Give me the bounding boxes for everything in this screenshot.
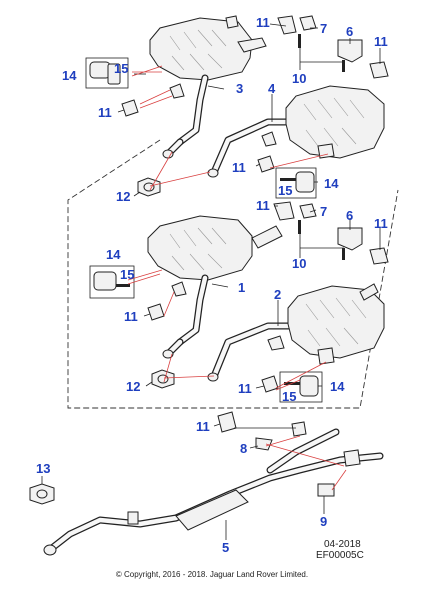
callout-10: 10: [292, 71, 306, 86]
isolator-middle-left: [93, 271, 130, 291]
callout-11: 11: [196, 419, 210, 434]
callout-14: 14: [330, 379, 345, 394]
hanger-bracket-middle-right: [261, 335, 285, 393]
callout-1: 1: [238, 280, 245, 295]
callout-3: 3: [236, 81, 243, 96]
isolator-14-box-middle-right: [279, 371, 323, 403]
clamp-middle: [151, 369, 175, 389]
callout-8: 8: [240, 441, 247, 456]
rear-silencer-left-middle: [147, 215, 283, 359]
isolator-14-box-upper-right: [275, 167, 317, 199]
callout-labels: 14 15 11 3 11 7 6 11 10 4 11 15 14 12 11…: [36, 15, 388, 555]
red-leader-lines: [127, 65, 347, 491]
callout-13: 13: [36, 461, 50, 476]
callout-15: 15: [114, 61, 128, 76]
callout-7: 7: [320, 21, 327, 36]
callout-9: 9: [320, 514, 327, 529]
callout-6: 6: [346, 208, 353, 223]
rear-silencer-left-upper: [149, 17, 267, 159]
callout-11: 11: [256, 15, 270, 30]
callout-11: 11: [374, 216, 388, 231]
callout-15: 15: [282, 389, 296, 404]
callout-4: 4: [268, 81, 276, 96]
callout-14: 14: [106, 247, 121, 262]
front-pipe-assembly: [43, 428, 384, 556]
reference-date: 04-2018: [324, 539, 361, 550]
leader-lines: [41, 23, 381, 540]
hanger-bracket-upper-left: [121, 99, 139, 117]
isolator-upper-left: [89, 61, 121, 85]
callout-2: 2: [274, 287, 281, 302]
hanger-bracket-upper-right: [257, 131, 277, 173]
clamp-lower: [29, 483, 55, 505]
callout-12: 12: [116, 189, 130, 204]
callout-5: 5: [222, 540, 229, 555]
callout-15: 15: [120, 267, 134, 282]
hanger-bracket-middle-left: [147, 281, 187, 321]
reference-code: EF00005C: [316, 550, 364, 561]
callout-15: 15: [278, 183, 292, 198]
callout-11: 11: [124, 309, 138, 324]
clamp-upper: [137, 177, 161, 197]
callout-10: 10: [292, 256, 306, 271]
bracket-upper-top: [225, 15, 389, 79]
hanger-lower: [217, 411, 361, 497]
callout-11: 11: [232, 160, 246, 175]
rear-silencer-right-upper: [207, 85, 385, 178]
callout-12: 12: [126, 379, 140, 394]
callout-14: 14: [324, 176, 339, 191]
rear-silencer-right-middle: [207, 283, 385, 382]
callout-11: 11: [238, 381, 252, 396]
callout-11: 11: [374, 34, 388, 49]
variant-group-outline: [67, 139, 399, 409]
callout-14: 14: [62, 68, 77, 83]
isolator-14-box-upper: [85, 57, 129, 89]
callout-6: 6: [346, 24, 353, 39]
callout-7: 7: [320, 204, 327, 219]
bracket-middle-top: [273, 201, 389, 265]
callout-11: 11: [256, 198, 270, 213]
hanger-bracket-upper-middle: [169, 83, 185, 99]
copyright-notice: © Copyright, 2016 - 2018. Jaguar Land Ro…: [116, 570, 308, 579]
callout-11: 11: [98, 105, 112, 120]
